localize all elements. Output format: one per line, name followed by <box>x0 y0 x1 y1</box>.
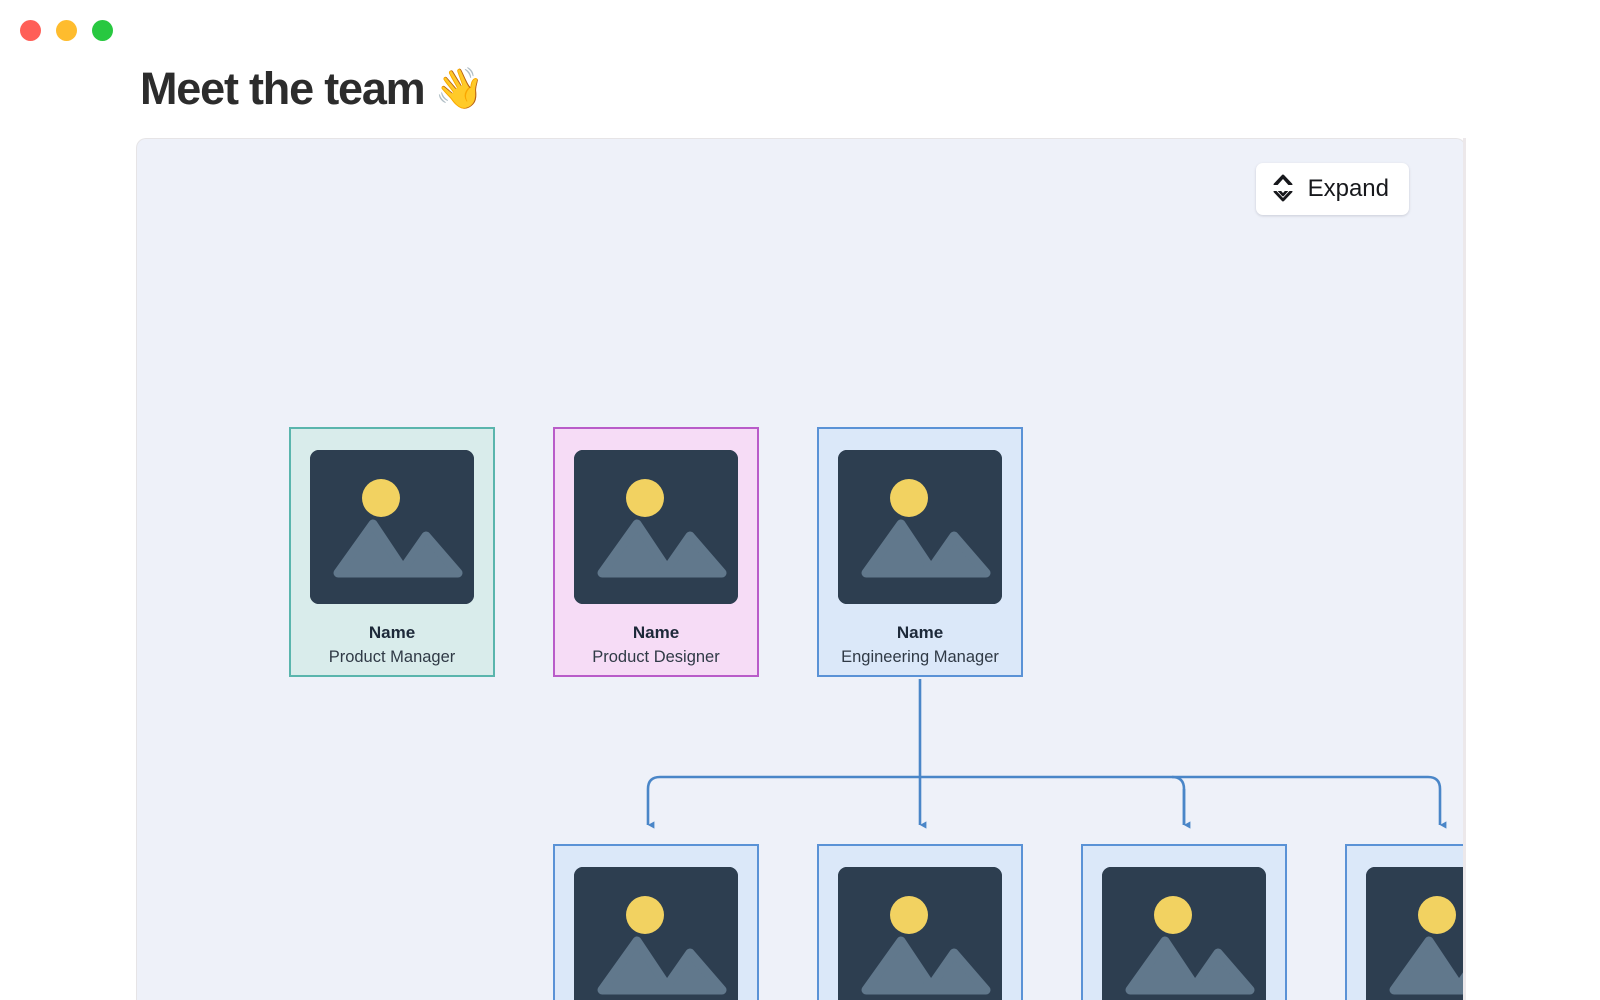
org-card-product-designer[interactable]: Name Product Designer <box>553 427 759 677</box>
org-card-name: Name <box>368 623 416 642</box>
close-window-button[interactable] <box>20 20 41 41</box>
org-chart-canvas[interactable]: Expand Name Product Manager Name Product… <box>136 138 1466 1000</box>
window-controls <box>20 20 113 41</box>
canvas-right-divider <box>1463 138 1466 1000</box>
org-card-name: Name <box>896 623 944 642</box>
image-placeholder-icon <box>838 867 1002 1000</box>
waving-hand-icon: 👋 <box>434 67 484 111</box>
expand-button-label: Expand <box>1307 175 1389 202</box>
org-card-engineering-manager[interactable]: Name Engineering Manager <box>817 427 1023 677</box>
org-card-engineer-2[interactable]: Name Engineer <box>1081 844 1287 1000</box>
org-card-engineer-3[interactable]: Name Engineer <box>1345 844 1465 1000</box>
expand-button[interactable]: Expand <box>1255 163 1409 215</box>
image-placeholder-icon <box>1366 867 1465 1000</box>
image-placeholder-icon <box>838 450 1002 604</box>
page-title: Meet the team👋 <box>140 63 484 114</box>
org-card-role: Engineering Manager <box>841 648 999 667</box>
org-card-name: Name <box>632 623 680 642</box>
org-card-product-manager[interactable]: Name Product Manager <box>289 427 495 677</box>
page-title-text: Meet the team <box>140 63 426 114</box>
org-card-role: Product Designer <box>592 648 720 667</box>
chevrons-up-down-icon <box>1269 173 1296 206</box>
image-placeholder-icon <box>574 450 738 604</box>
image-placeholder-icon <box>574 867 738 1000</box>
minimize-window-button[interactable] <box>56 20 77 41</box>
org-card-role: Product Manager <box>328 648 456 667</box>
org-card-engineer-1[interactable]: Name Engineer <box>817 844 1023 1000</box>
image-placeholder-icon <box>1102 867 1266 1000</box>
org-card-senior-engineer[interactable]: Name Senior Engineer <box>553 844 759 1000</box>
image-placeholder-icon <box>310 450 474 604</box>
maximize-window-button[interactable] <box>92 20 113 41</box>
